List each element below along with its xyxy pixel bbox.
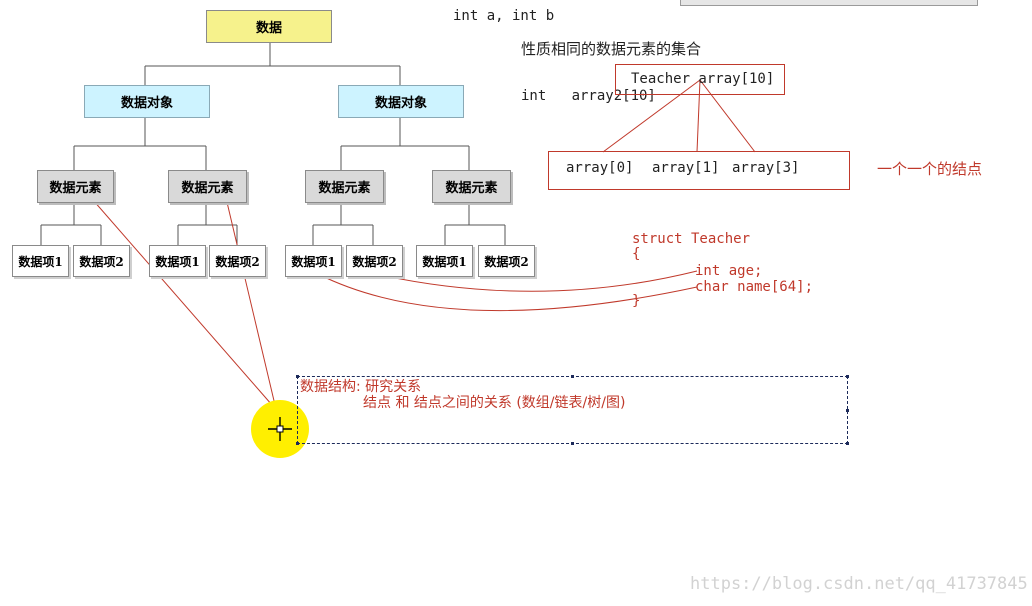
data-object-box: 数据对象: [338, 85, 464, 118]
data-element-box: 数据元素: [168, 170, 247, 203]
data-item-label: 数据项2: [215, 254, 260, 269]
data-item-label: 数据项1: [291, 254, 336, 269]
int-ab-text: int a, int b: [453, 8, 555, 24]
data-item-label: 数据项1: [155, 254, 200, 269]
selection-handle[interactable]: [846, 375, 849, 378]
selection-handle[interactable]: [846, 409, 849, 412]
array-elements-box: [548, 151, 850, 190]
data-element-label: 数据元素: [318, 181, 371, 196]
selection-handle[interactable]: [846, 442, 849, 445]
data-root-label: 数据: [255, 21, 282, 36]
data-element-box: 数据元素: [432, 170, 511, 203]
data-item-label: 数据项2: [484, 254, 529, 269]
array0-text: array[0]: [566, 160, 634, 176]
data-item-box: 数据项1: [149, 245, 206, 277]
struct-line-3: int age;: [695, 263, 763, 279]
data-item-label: 数据项2: [79, 254, 124, 269]
data-item-box: 数据项2: [209, 245, 266, 277]
data-item-box: 数据项2: [478, 245, 535, 277]
data-item-label: 数据项2: [352, 254, 397, 269]
data-object-label: 数据对象: [120, 96, 173, 111]
selection-handle[interactable]: [296, 375, 299, 378]
data-object-box: 数据对象: [84, 85, 210, 118]
data-structure-description: 结点 和 结点之间的关系 (数组/链表/树/图): [363, 395, 626, 411]
collection-definition-text: 性质相同的数据元素的集合: [521, 40, 702, 58]
teacher-array-box: [615, 64, 785, 95]
data-element-label: 数据元素: [49, 181, 102, 196]
watermark-url: https://blog.csdn.net/qq_41737845: [690, 574, 1028, 594]
data-element-box: 数据元素: [305, 170, 384, 203]
array1-text: array[1]: [652, 160, 720, 176]
crosshair-cursor-icon: [268, 417, 292, 441]
data-item-box: 数据项2: [346, 245, 403, 277]
data-item-label: 数据项1: [18, 254, 63, 269]
window-titlebar-edge: [680, 0, 978, 6]
struct-line-1: struct Teacher: [632, 231, 751, 247]
struct-line-2: {: [632, 246, 641, 262]
data-structure-title: 数据结构: 研究关系: [300, 379, 422, 395]
array3-text: array[3]: [732, 160, 800, 176]
data-element-label: 数据元素: [445, 181, 498, 196]
data-element-box: 数据元素: [37, 170, 114, 203]
data-item-box: 数据项1: [416, 245, 473, 277]
int-array2-text: int array2[10]: [521, 88, 656, 104]
selection-handle[interactable]: [571, 442, 574, 445]
selection-handle[interactable]: [296, 442, 299, 445]
data-item-box: 数据项2: [73, 245, 130, 277]
data-root-box: 数据: [206, 10, 332, 43]
data-item-box: 数据项1: [285, 245, 342, 277]
nodes-note-text: 一个一个的结点: [877, 160, 983, 178]
data-item-box: 数据项1: [12, 245, 69, 277]
selection-handle[interactable]: [571, 375, 574, 378]
struct-line-4: char name[64];: [695, 279, 814, 295]
data-item-label: 数据项1: [422, 254, 467, 269]
struct-line-5: }: [632, 293, 641, 309]
data-object-label: 数据对象: [374, 96, 427, 111]
teacher-array-text: Teacher array[10]: [631, 71, 775, 87]
data-element-label: 数据元素: [181, 181, 234, 196]
